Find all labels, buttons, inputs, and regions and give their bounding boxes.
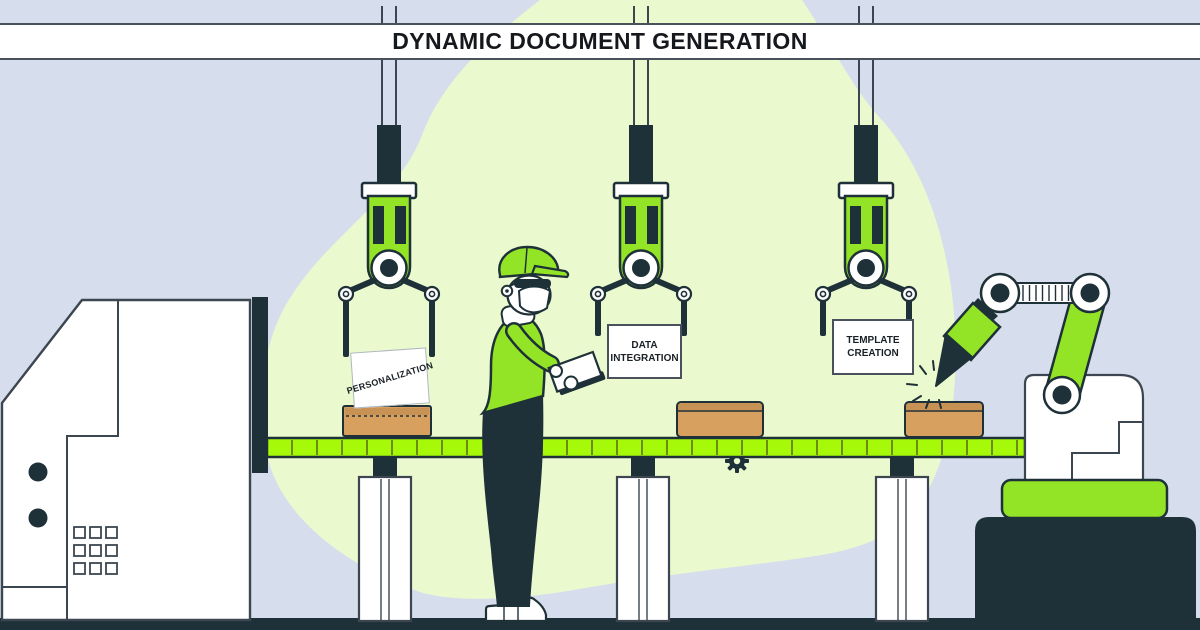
conveyor-leg bbox=[357, 456, 413, 623]
worker-hand bbox=[549, 364, 563, 378]
gripper-joint bbox=[675, 285, 693, 303]
parcel-box bbox=[676, 401, 764, 438]
title-banner: DYNAMIC DOCUMENT GENERATION bbox=[0, 23, 1200, 60]
gripper-finger bbox=[820, 300, 826, 336]
gripper-shaft bbox=[377, 125, 401, 187]
arm-housing bbox=[1023, 373, 1145, 484]
gripper-joint bbox=[337, 285, 355, 303]
cap-brim bbox=[530, 264, 570, 279]
machine-panel-lines bbox=[2, 301, 119, 619]
conveyor-leg bbox=[874, 456, 930, 623]
gripper-joint bbox=[814, 285, 832, 303]
parcel-box bbox=[904, 401, 984, 438]
gripper-slot bbox=[647, 206, 658, 244]
gripper-slot bbox=[872, 206, 883, 244]
conveyor-leg bbox=[615, 456, 671, 623]
worker-pants bbox=[482, 395, 544, 607]
gripper-joint bbox=[589, 285, 607, 303]
gripper-slot bbox=[373, 206, 384, 244]
page-title: DYNAMIC DOCUMENT GENERATION bbox=[392, 28, 808, 54]
spark-lines-icon bbox=[906, 360, 942, 409]
machine-body bbox=[0, 298, 252, 622]
writing-robot-arm bbox=[906, 272, 1196, 623]
gripper-slot bbox=[395, 206, 406, 244]
gripper-finger bbox=[429, 300, 435, 357]
gripper-finger bbox=[681, 300, 687, 336]
gripper-robot-template-creation bbox=[814, 6, 918, 336]
station-label-template-creation: TEMPLATE CREATION bbox=[832, 319, 914, 375]
machine-button-grid bbox=[73, 526, 118, 575]
arm-pedestal bbox=[975, 517, 1196, 623]
conveyor-belt bbox=[252, 297, 1027, 623]
gripper-joint bbox=[423, 285, 441, 303]
station-label-data-integration: DATA INTEGRATION bbox=[607, 324, 682, 379]
face-mask-icon bbox=[517, 285, 552, 314]
pencil-tip-icon bbox=[935, 333, 973, 387]
gripper-shaft bbox=[629, 125, 653, 187]
gripper-slot bbox=[625, 206, 636, 244]
ribbed-link-stripes bbox=[1022, 285, 1070, 301]
gripper-robot-data-integration bbox=[589, 6, 693, 336]
worker bbox=[479, 245, 606, 623]
arm-ribbed-link bbox=[1015, 282, 1075, 304]
gripper-shaft bbox=[854, 125, 878, 187]
station-label-personalization: PERSONALIZATION bbox=[346, 347, 434, 409]
dispenser-machine bbox=[0, 298, 252, 622]
belt-end-column bbox=[252, 297, 268, 473]
machine-indicator-dot bbox=[28, 462, 48, 482]
arm-housing-panel-lines bbox=[1071, 421, 1143, 482]
gripper-finger bbox=[343, 300, 349, 357]
belt-surface bbox=[265, 436, 1027, 459]
gripper-robot-personalization bbox=[337, 6, 441, 357]
arm-base-block bbox=[1000, 478, 1169, 520]
parcel-box bbox=[342, 405, 432, 437]
gripper-finger bbox=[595, 300, 601, 336]
worker-hand bbox=[563, 375, 579, 391]
machine-indicator-dot bbox=[28, 508, 48, 528]
gripper-slot bbox=[850, 206, 861, 244]
gripper-joint bbox=[900, 285, 918, 303]
safety-glasses-icon bbox=[514, 279, 551, 288]
